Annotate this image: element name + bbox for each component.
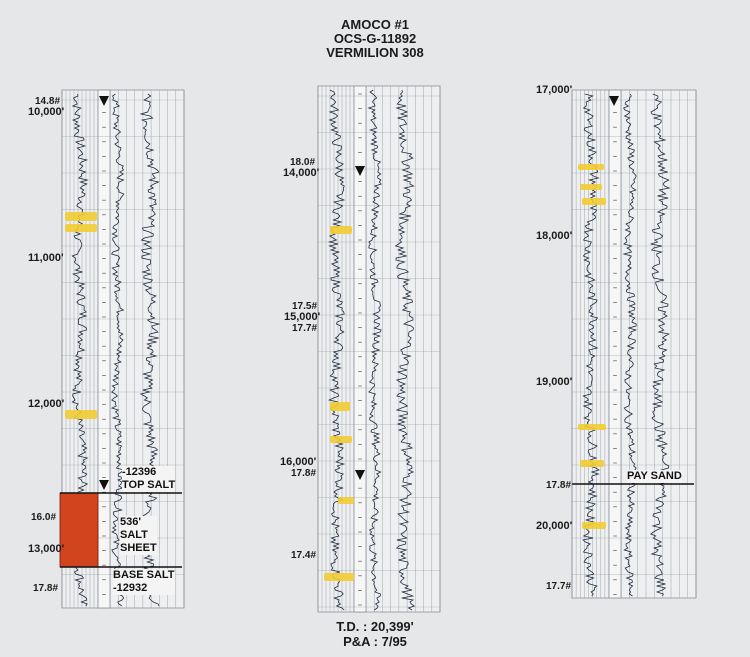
lease-number: OCS-G-11892	[333, 31, 417, 46]
log-curve	[394, 89, 416, 611]
sand-highlight	[338, 497, 354, 504]
log-curve	[622, 93, 638, 597]
depth-track	[608, 89, 622, 599]
mud-weight-label: 17.8#	[546, 480, 572, 491]
top-salt-annotation: -12396 TOP SALT	[122, 466, 176, 492]
right-log-strip	[571, 89, 697, 599]
depth-label: 20,000'	[536, 520, 573, 532]
depth-label: 13,000'	[28, 543, 65, 555]
marker-icon	[99, 96, 109, 106]
sand-highlight	[582, 198, 606, 205]
base-salt-depth: -12932	[113, 582, 148, 594]
sand-highlight	[65, 212, 97, 221]
base-salt-annotation: BASE SALT -12932	[113, 569, 175, 595]
depth-label: 12,000'	[28, 398, 65, 410]
depth-label: 10,000'	[28, 106, 65, 118]
sand-highlight	[578, 424, 606, 430]
well-name: AMOCO #1	[341, 17, 409, 32]
sand-highlight	[330, 436, 352, 443]
depth-label: 17,000'	[536, 84, 573, 96]
mud-weight-label: 16.0#	[31, 512, 57, 523]
mud-weight-label: 17.8#	[33, 583, 59, 594]
log-curve	[110, 93, 126, 607]
middle-log-strip	[317, 85, 441, 613]
salt-label: SALT	[120, 529, 148, 541]
salt-sheet-block	[59, 492, 99, 568]
depth-label: 14,000'	[283, 167, 320, 179]
depth-track	[97, 89, 111, 609]
sand-highlight	[324, 573, 354, 581]
well-title: AMOCO #1 OCS-G-11892 VERMILION 308	[280, 18, 470, 60]
total-depth: T.D. : 20,399'	[336, 619, 414, 634]
block-name: VERMILION 308	[326, 45, 424, 60]
top-salt-label: TOP SALT	[122, 479, 176, 491]
top-salt-depth: -12396	[122, 466, 157, 478]
salt-thickness: 536'	[120, 516, 141, 528]
marker-icon	[99, 480, 109, 490]
depth-label: 18,000'	[536, 230, 573, 242]
mud-weight-label: 14.8#	[35, 96, 61, 107]
mud-weight-label: 17.5#	[292, 301, 318, 312]
log-curve	[327, 89, 346, 611]
sand-highlight	[578, 164, 604, 170]
depth-label: 16,000'	[280, 456, 317, 468]
marker-icon	[609, 96, 619, 106]
sheet-label: SHEET	[120, 542, 157, 554]
base-salt-label: BASE SALT	[113, 569, 175, 581]
sand-highlight	[65, 410, 97, 419]
log-panel	[317, 85, 441, 613]
mud-weight-label: 18.0#	[290, 157, 316, 168]
mud-weight-label: 17.7#	[546, 581, 572, 592]
mud-weight-label: 17.7#	[292, 323, 318, 334]
depth-track	[353, 85, 367, 613]
pay-sand-label: PAY SAND	[627, 470, 682, 483]
mud-weight-label: 17.4#	[291, 550, 317, 561]
well-summary: T.D. : 20,399' P&A : 7/95	[290, 619, 460, 649]
log-curve	[649, 93, 671, 597]
log-curve	[582, 93, 600, 597]
depth-label: 15,000'	[284, 311, 321, 323]
salt-sheet-annotation: 536' SALT SHEET	[120, 516, 157, 555]
sand-highlight	[580, 460, 604, 467]
marker-icon	[355, 166, 365, 176]
depth-label: 11,000'	[28, 252, 64, 264]
sand-highlight	[582, 522, 606, 529]
marker-icon	[355, 470, 365, 480]
depth-label: 19,000'	[536, 376, 573, 388]
sand-highlight	[580, 184, 602, 190]
plug-abandon-date: P&A : 7/95	[343, 634, 407, 649]
sand-highlight	[65, 224, 97, 232]
mud-weight-label: 17.8#	[291, 468, 317, 479]
log-curve	[367, 89, 382, 611]
sand-highlight	[330, 402, 350, 411]
sand-highlight	[330, 226, 352, 234]
